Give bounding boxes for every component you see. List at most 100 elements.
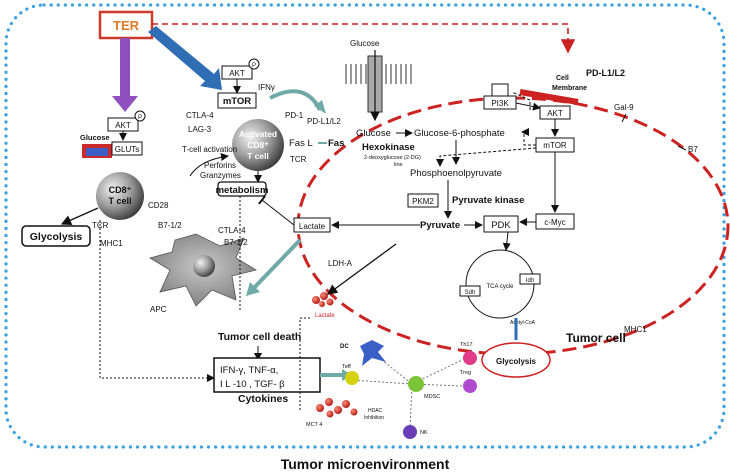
th17-label: Th17 bbox=[460, 342, 473, 348]
fas-label: Fas bbox=[328, 138, 344, 149]
cell-membrane-strip bbox=[519, 89, 579, 105]
ctla4-label-apc: CTLA-4 bbox=[218, 226, 246, 235]
b7-tick bbox=[677, 145, 687, 151]
glucose-transporter-blue bbox=[86, 148, 108, 156]
pkm2-label: PKM2 bbox=[412, 197, 434, 206]
akt-label-left: AKT bbox=[115, 121, 131, 130]
teal-arrowhead bbox=[314, 100, 326, 114]
glucose-label-left: Glucose bbox=[80, 133, 110, 142]
caption: Tumor microenvironment bbox=[281, 456, 450, 472]
teff-label: Teff bbox=[342, 364, 351, 370]
two-dg-line2: line bbox=[394, 162, 403, 168]
activated-tcell-line1: Activated bbox=[239, 129, 277, 139]
mhc1-label-left: MHC1 bbox=[100, 239, 123, 248]
gal9-label: Gal-9 bbox=[614, 103, 634, 112]
mtor-box bbox=[217, 92, 257, 109]
mdsc-label: MDSC bbox=[424, 394, 440, 400]
pyruvate-to-lactate-ldha bbox=[326, 243, 397, 295]
lactate-dotted-line bbox=[299, 317, 310, 410]
phospho-label: P bbox=[252, 63, 256, 69]
b712-label-apc: B7-1/2 bbox=[224, 238, 248, 247]
dc-icon bbox=[360, 340, 386, 366]
pdl1l2-left-label: PD-L1/L2 bbox=[307, 117, 341, 126]
glycolysis-label-right: Glycolysis bbox=[496, 357, 537, 366]
hexokinase-label: Hexokinase bbox=[362, 142, 415, 153]
tca-label: TCA cycle bbox=[486, 284, 514, 290]
ter-to-pdl1-arrow bbox=[152, 23, 576, 54]
apc-label: APC bbox=[150, 305, 167, 314]
teff-icon bbox=[345, 371, 359, 385]
cd8-to-glycolysis-arrow bbox=[60, 207, 99, 226]
cd28-label: CD28 bbox=[148, 201, 169, 210]
activated-tcell-line3: T cell bbox=[247, 151, 269, 161]
phospho-icon-left bbox=[134, 110, 146, 122]
membrane-bilayer bbox=[344, 55, 416, 113]
akt-membrane-dashed bbox=[511, 91, 531, 110]
two-dg-label: 2-deoxyglucose (2-DG) bbox=[364, 155, 421, 161]
cell-membrane-line2: Membrane bbox=[552, 85, 587, 92]
mtor-label: mTOR bbox=[223, 96, 251, 107]
metabolism-box bbox=[217, 181, 267, 197]
glycolysis-box-left bbox=[21, 225, 91, 247]
pdl1l2-right-label: PD-L1/L2 bbox=[586, 68, 625, 78]
mtor-to-pep-dashed bbox=[436, 147, 537, 167]
tcell-activation-label: T-cell activation bbox=[182, 145, 237, 154]
idh-box bbox=[519, 273, 541, 285]
mdsc-icon bbox=[408, 376, 424, 392]
sdh-label: Sdh bbox=[465, 290, 476, 296]
idh-label: Idh bbox=[526, 278, 534, 284]
hdac-label-1: HDAC bbox=[368, 408, 383, 414]
cytokines-line1: IFN-γ, TNF-α, bbox=[220, 365, 278, 376]
gluts-label: GLUTs bbox=[115, 145, 139, 154]
mtor-label-tumor: mTOR bbox=[543, 141, 567, 150]
pdk-to-tca-arrow bbox=[502, 231, 511, 251]
treg-icon bbox=[463, 379, 477, 393]
lactate-inhibits-metabolism bbox=[258, 195, 295, 226]
gluts-box bbox=[111, 141, 143, 156]
ter-purple-arrow bbox=[112, 38, 138, 112]
glucose-label: Glucose bbox=[356, 128, 391, 139]
ldha-label: LDH-A bbox=[328, 259, 353, 268]
pkm2-box bbox=[407, 193, 439, 208]
pd1-label: PD-1 bbox=[285, 111, 304, 120]
apc-nucleus bbox=[193, 255, 215, 277]
pdk-label: PDK bbox=[491, 220, 511, 231]
lactate-cluster bbox=[312, 292, 334, 307]
cytokines-line2: I L -10 , TGF- β bbox=[220, 379, 285, 390]
pep-label: Phosphoenolpyruvate bbox=[410, 168, 502, 179]
ter-blue-arrow bbox=[148, 26, 222, 90]
cmyc-label: c-Myc bbox=[544, 218, 565, 227]
hdac-label-2: Inhibition bbox=[364, 415, 384, 421]
phospho-icon bbox=[248, 58, 260, 70]
activated-tcell-line2: CD8⁺ bbox=[247, 140, 269, 150]
sdh-box bbox=[459, 285, 481, 297]
cytokines-title: Cytokines bbox=[238, 393, 288, 405]
activated-cd8-tcell bbox=[232, 119, 284, 171]
mct4-label: MCT 4 bbox=[306, 422, 322, 428]
phospho-label-left: P bbox=[138, 115, 142, 121]
b712-label-left: B7-1/2 bbox=[158, 221, 182, 230]
lag3-label: LAG-3 bbox=[188, 125, 212, 134]
akt-label-top: AKT bbox=[229, 69, 245, 78]
ifny-label: IFNγ bbox=[258, 83, 275, 92]
ter-label: TER bbox=[113, 18, 140, 33]
glycolysis-oval-right bbox=[481, 342, 551, 378]
dc-label: DC bbox=[340, 344, 349, 350]
ctla4-label-top: CTLA-4 bbox=[186, 111, 214, 120]
microenvironment-frame bbox=[4, 3, 726, 449]
granzymes-label: Granzymes bbox=[200, 171, 241, 180]
akt-label-tumor: AKT bbox=[547, 109, 563, 118]
acetyl-label: Acetyl-CoA bbox=[510, 320, 536, 326]
tumor-cell-label: Tumor cell bbox=[566, 331, 626, 345]
lactate-small-label: Lactate bbox=[315, 313, 335, 319]
pi3k-label: PI3K bbox=[491, 99, 509, 108]
teal-curved-arrow bbox=[269, 89, 322, 111]
cd8-tcell bbox=[96, 172, 144, 220]
perforins-label: Perforins bbox=[204, 161, 236, 170]
g6p-label: Glucose-6-phosphate bbox=[414, 128, 505, 139]
tcr-label-top: TCR bbox=[290, 155, 307, 164]
tumor-cell-death-label: Tumor cell death bbox=[218, 331, 301, 343]
membrane-receptor bbox=[491, 83, 509, 97]
glycolysis-label-left: Glycolysis bbox=[30, 231, 83, 243]
